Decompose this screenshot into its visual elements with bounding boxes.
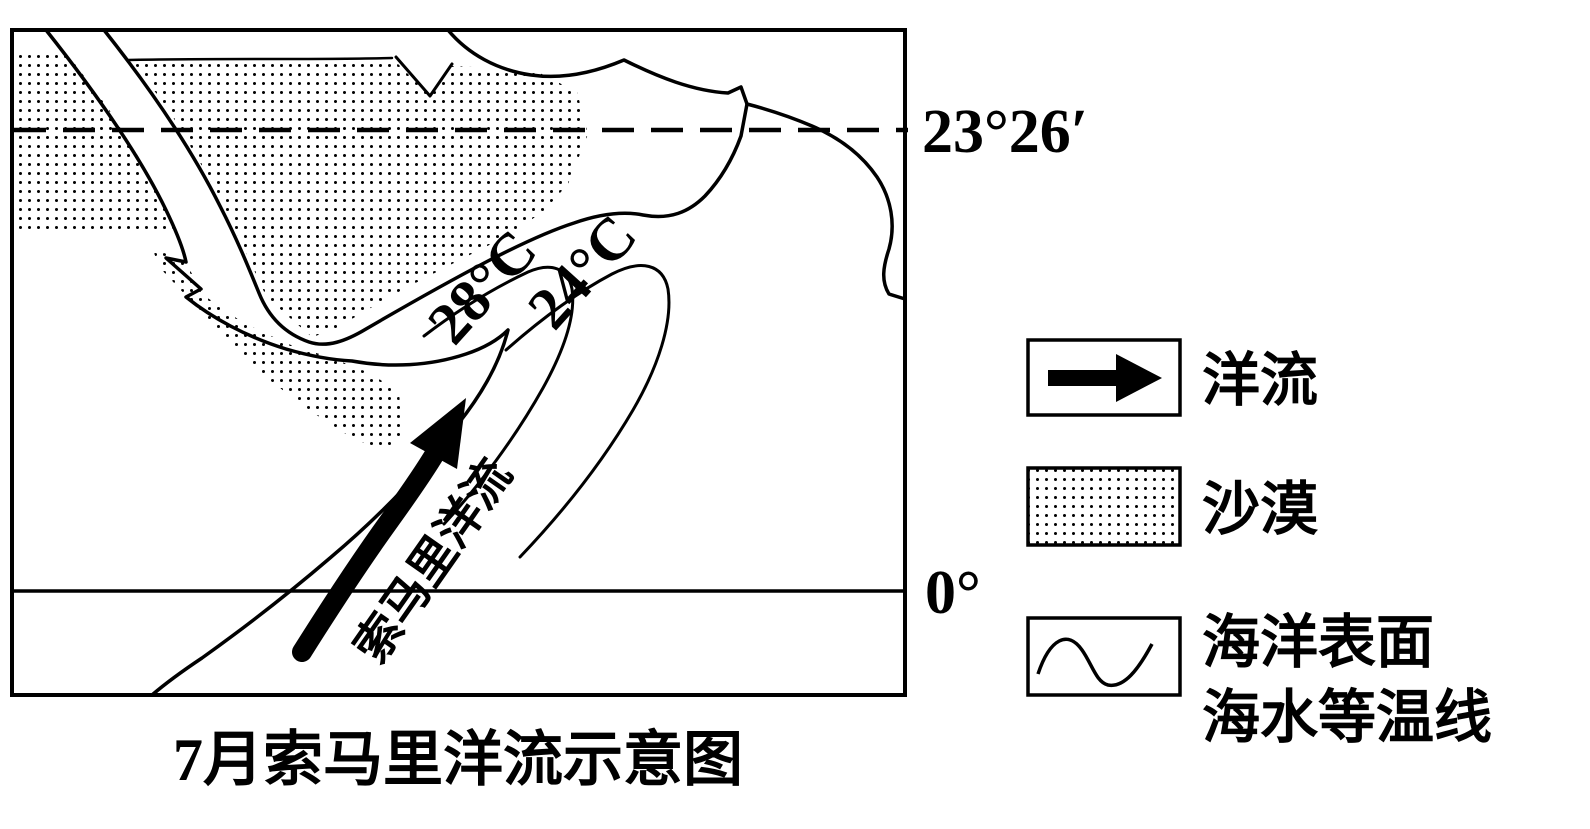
coastline-northeast (446, 28, 907, 301)
equator-label: 0° (925, 559, 981, 627)
coastline-africa-red-sea-west-and-horn (44, 28, 510, 697)
somali-current-arrow (292, 442, 446, 662)
current-arrow-icon (1048, 354, 1162, 402)
tropic-label: 23°26′ (922, 98, 1088, 166)
isotherm-28-line (422, 265, 575, 526)
somali-current-arrowhead (410, 398, 466, 469)
coastline-notch (394, 55, 454, 98)
isotherm-wave-icon (1036, 637, 1154, 687)
legend-isotherm-label-line1: 海洋表面 (1202, 610, 1434, 675)
desert-area-coastal (152, 248, 403, 452)
desert-stipple-swatch (1026, 466, 1182, 547)
coastline-arabia-red-sea-east (102, 28, 749, 346)
desert-boundary-line (126, 56, 394, 62)
legend-current-label: 洋流 (1202, 348, 1318, 413)
legend-desert-label: 沙漠 (1202, 477, 1319, 542)
isotherm-24-line (504, 264, 671, 559)
figure-caption: 7月索马里洋流示意图 (173, 727, 743, 793)
legend-isotherm-label-line2: 海水等温线 (1202, 685, 1492, 750)
legend: 洋流 沙漠 海洋表面 海水等温线 (1026, 338, 1492, 750)
desert-area-african-northwest (14, 52, 177, 235)
